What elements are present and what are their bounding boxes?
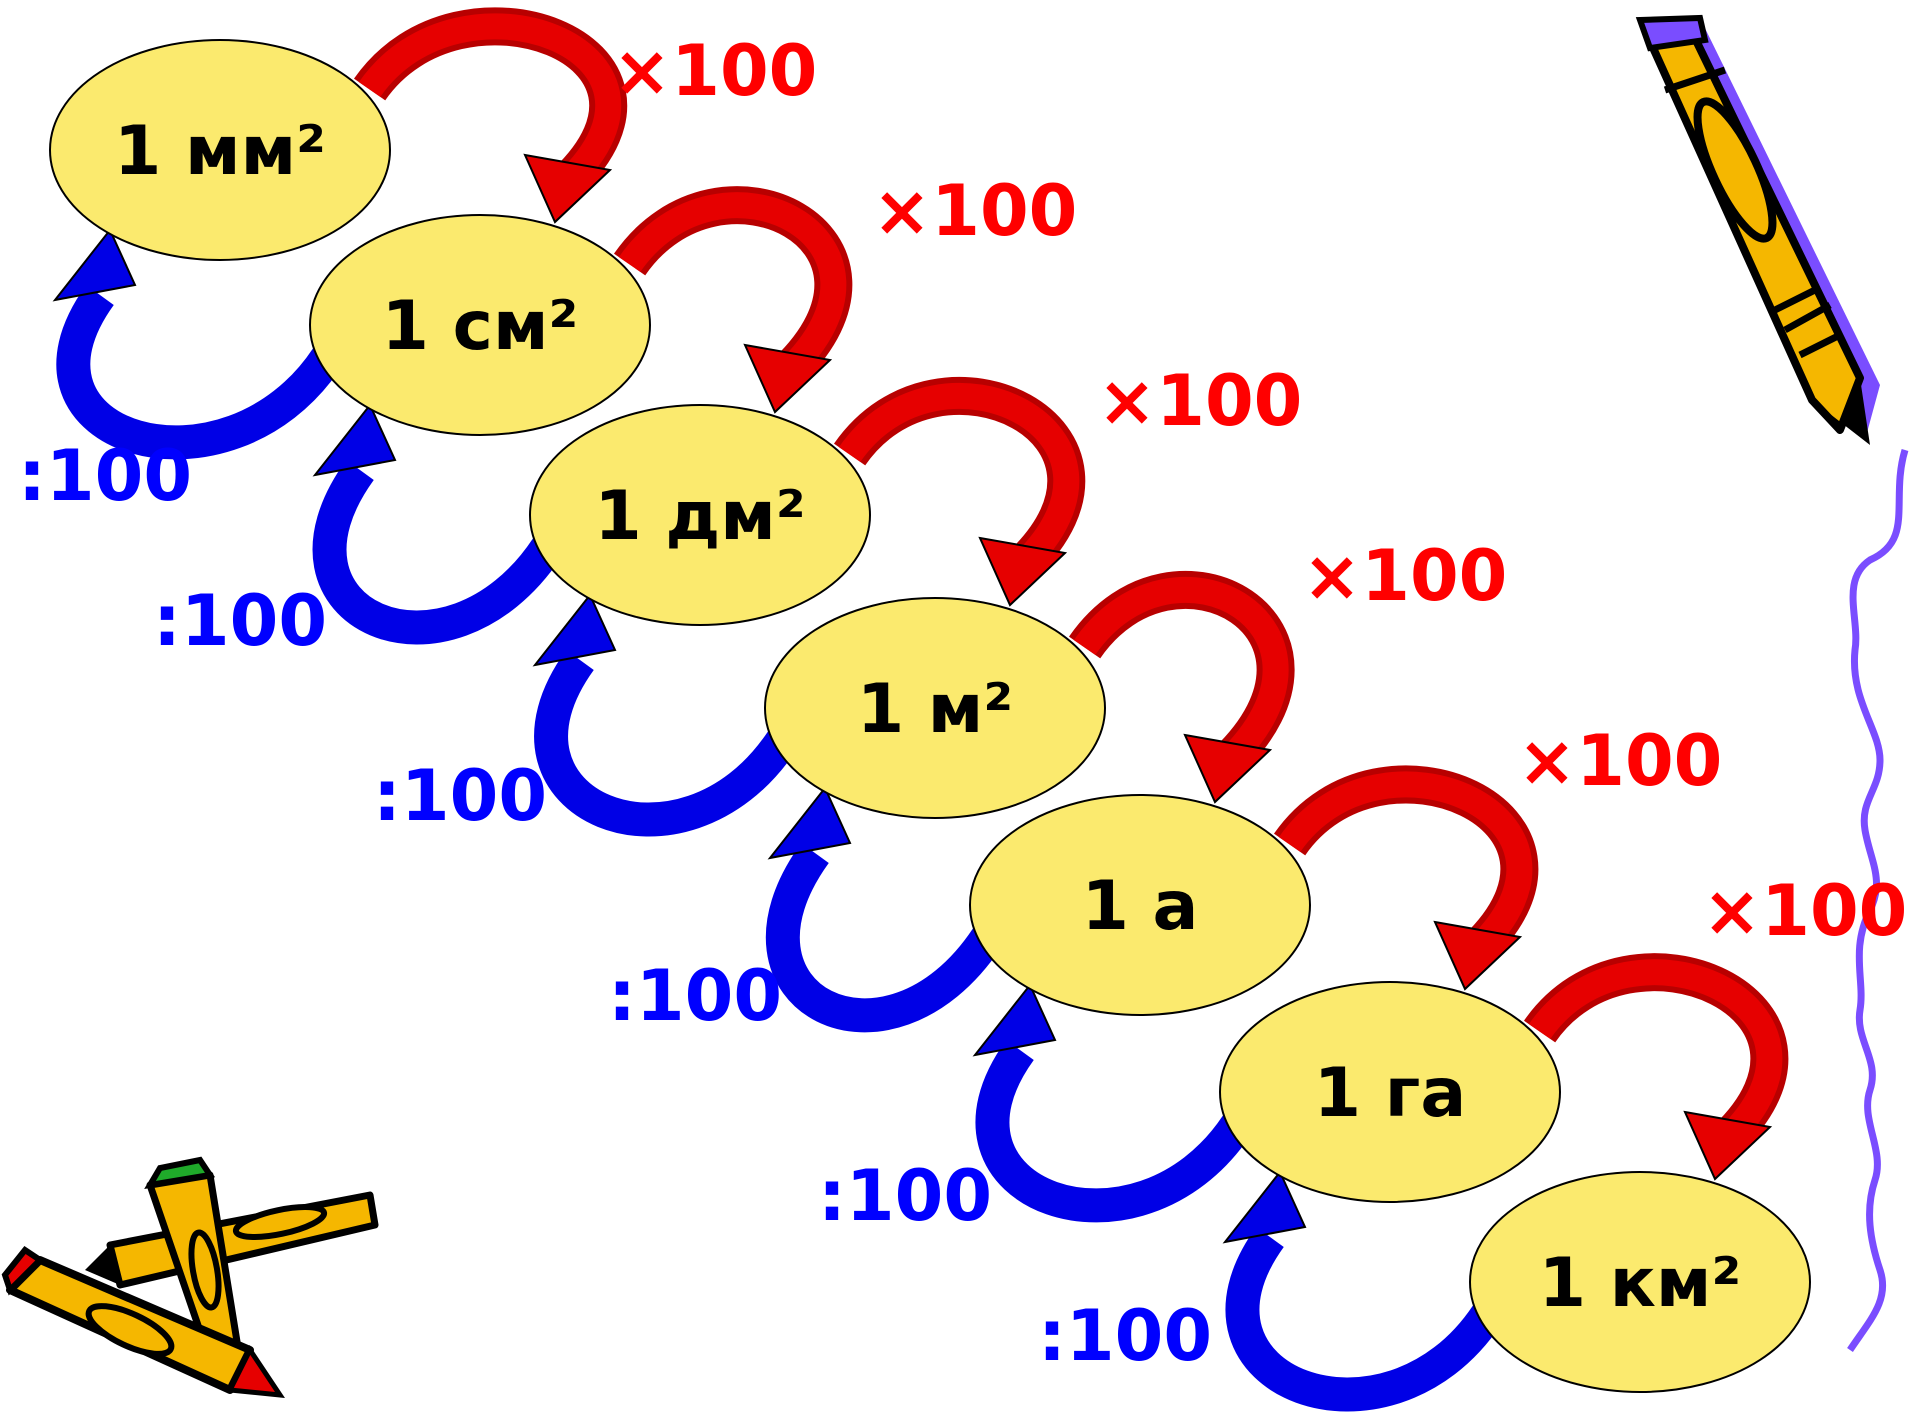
divide-arrow	[972, 983, 1252, 1223]
multiply-arrow	[1523, 953, 1789, 1181]
pencil-icon	[1635, 14, 1880, 445]
unit-node: 1 см²	[309, 214, 651, 436]
divide-arrow	[312, 403, 562, 645]
multiply-label: ×100	[1703, 870, 1908, 952]
divide-arrow	[532, 593, 797, 837]
multiply-arrow	[833, 376, 1086, 607]
unit-node: 1 а	[969, 794, 1311, 1016]
divide-label: :100	[18, 435, 192, 517]
divide-label: :100	[608, 955, 782, 1037]
multiply-arrow	[613, 186, 853, 414]
divide-arrow	[1222, 1170, 1502, 1412]
divide-label: :100	[153, 580, 327, 662]
multiply-label: ×100	[613, 30, 818, 112]
unit-ellipse	[764, 597, 1106, 819]
unit-node: 1 мм²	[49, 39, 391, 261]
unit-label: 1 см²	[382, 287, 579, 366]
unit-node: 1 дм²	[529, 404, 871, 626]
multiply-label: ×100	[873, 170, 1078, 252]
divide-label: :100	[1038, 1295, 1212, 1377]
unit-ellipse	[1469, 1171, 1811, 1393]
divide-arrow	[765, 786, 1002, 1033]
divide-label: :100	[818, 1155, 992, 1237]
unit-ellipse	[49, 39, 391, 261]
multiply-arrow	[353, 7, 628, 224]
unit-label: 1 га	[1314, 1054, 1466, 1133]
unit-ellipse	[529, 404, 871, 626]
multiply-label: ×100	[1098, 360, 1303, 442]
unit-label: 1 а	[1082, 867, 1199, 946]
unit-node: 1 км²	[1469, 1171, 1811, 1393]
divide-arrow	[52, 228, 342, 460]
multiply-arrow	[1068, 571, 1295, 804]
divide-label: :100	[373, 755, 547, 837]
unit-node: 1 га	[1219, 981, 1561, 1203]
multiply-label: ×100	[1303, 535, 1508, 617]
unit-ellipse	[1219, 981, 1561, 1203]
unit-node: 1 м²	[764, 597, 1106, 819]
unit-label: 1 км²	[1539, 1244, 1742, 1323]
unit-ellipse	[969, 794, 1311, 1016]
multiply-arrow	[1273, 765, 1539, 991]
crossed-pencils-icon	[1, 1156, 379, 1399]
multiply-label: ×100	[1518, 720, 1723, 802]
squiggle-line	[1847, 448, 1909, 1352]
unit-ellipse	[309, 214, 651, 436]
unit-label: 1 м²	[857, 670, 1013, 749]
unit-label: 1 мм²	[114, 112, 326, 191]
unit-label: 1 дм²	[594, 477, 805, 556]
